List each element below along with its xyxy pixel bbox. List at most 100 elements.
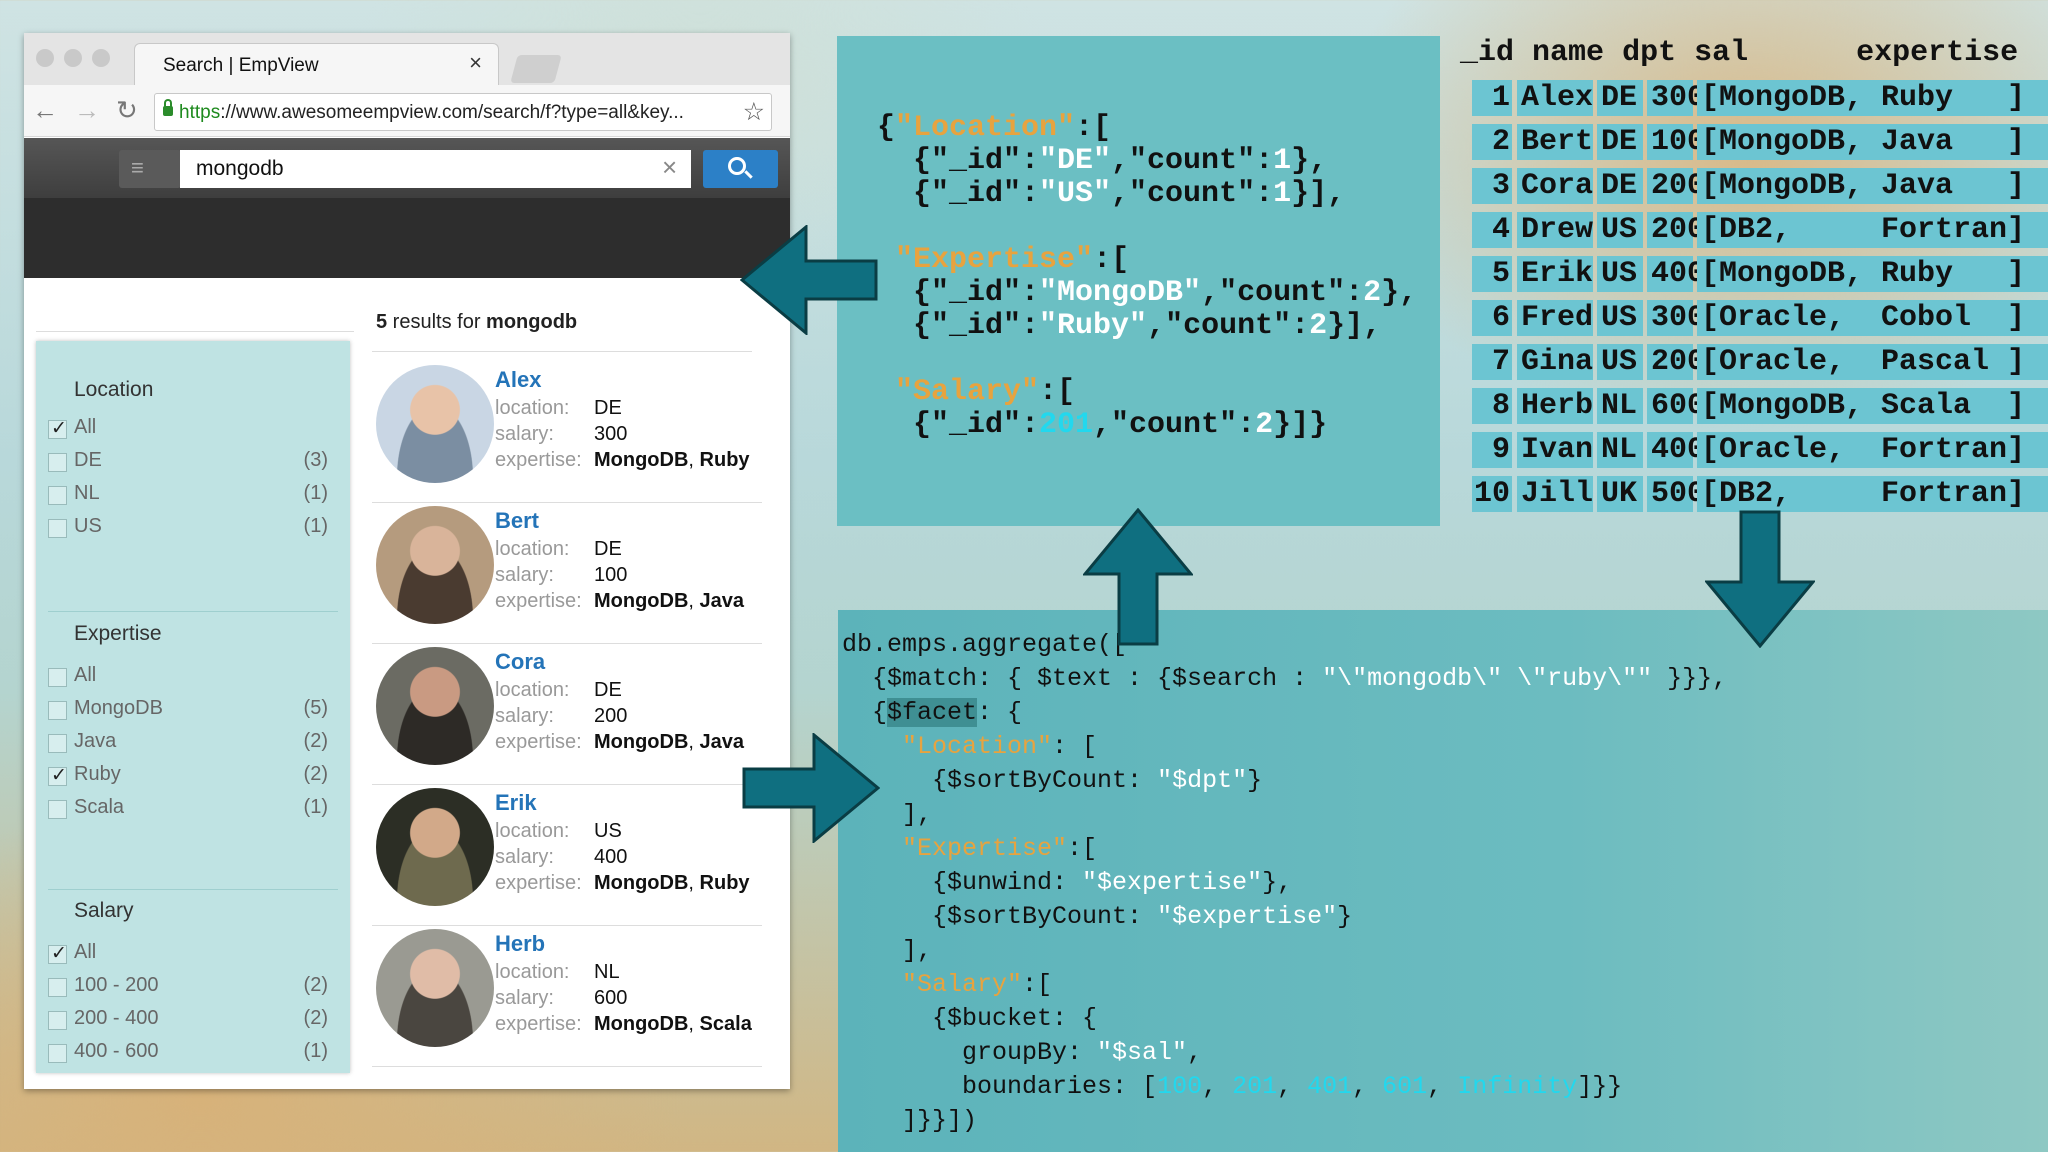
checkbox[interactable] <box>48 978 67 997</box>
checkbox[interactable] <box>48 942 67 965</box>
checkbox[interactable] <box>48 417 67 440</box>
table-cell: Bert <box>1517 124 1593 160</box>
table-cell: US <box>1597 256 1643 292</box>
salary-facet-option[interactable]: 400 - 600(1) <box>36 1039 350 1069</box>
expertise-facet-option[interactable]: All <box>36 663 350 693</box>
result-name[interactable]: Bert <box>495 508 540 533</box>
result-salary: salary:600 <box>495 987 628 1009</box>
search-button[interactable] <box>703 150 778 188</box>
menu-button[interactable]: ≡ <box>119 150 181 188</box>
result-name[interactable]: Cora <box>495 649 546 674</box>
table-cell: US <box>1597 212 1643 248</box>
table-cell: 600 <box>1647 388 1705 424</box>
expertise-facet-option[interactable]: Ruby(2) <box>36 762 350 792</box>
table-cell: Jill <box>1517 476 1593 512</box>
checkbox[interactable] <box>48 734 67 753</box>
clear-search-icon[interactable]: × <box>662 152 678 182</box>
table-cell: [Oracle, Pascal ] <box>1697 344 2048 380</box>
salary-facet-option[interactable]: 100 - 200(2) <box>36 973 350 1003</box>
facet-title-location: Location <box>74 378 154 401</box>
table-cell: US <box>1597 344 1643 380</box>
results-count: 5 results for mongodb <box>376 311 578 333</box>
table-cell: 6 <box>1472 300 1512 336</box>
table-cell: Fred <box>1517 300 1593 336</box>
checkbox[interactable] <box>48 1044 67 1063</box>
window-maximize-dot[interactable] <box>92 49 110 67</box>
table-cell: 7 <box>1472 344 1512 380</box>
location-facet-option[interactable]: All <box>36 415 350 445</box>
avatar <box>376 506 494 624</box>
checkbox[interactable] <box>48 486 67 505</box>
expertise-facet-option[interactable]: Scala(1) <box>36 795 350 825</box>
table-cell: 400 <box>1647 256 1705 292</box>
table-cell: DE <box>1597 168 1643 204</box>
address-bar: ← → ↻ https://www.awesomeempview.com/sea… <box>24 85 790 137</box>
checkbox[interactable] <box>48 668 67 687</box>
facet-count: (2) <box>303 730 328 752</box>
salary-facet-option[interactable]: 200 - 400(2) <box>36 1006 350 1036</box>
checkbox[interactable] <box>48 701 67 720</box>
url-text: https://www.awesomeempview.com/search/f?… <box>179 102 684 123</box>
checkbox[interactable] <box>48 1011 67 1030</box>
avatar <box>376 788 494 906</box>
table-cell: 5 <box>1472 256 1512 292</box>
browser-tab[interactable]: Search | EmpView × <box>134 43 499 85</box>
location-facet-option[interactable]: DE(3) <box>36 448 350 478</box>
tab-title: Search | EmpView <box>163 55 319 76</box>
table-cell: Ivan <box>1517 432 1593 468</box>
facet-count: (1) <box>303 796 328 818</box>
new-tab-button[interactable] <box>510 55 562 83</box>
facet-label: All <box>74 664 97 686</box>
location-facet-option[interactable]: US(1) <box>36 514 350 544</box>
window-minimize-dot[interactable] <box>64 49 82 67</box>
tab-close-icon[interactable]: × <box>469 50 482 75</box>
table-cell: DE <box>1597 80 1643 116</box>
salary-facet-option[interactable]: All <box>36 940 350 970</box>
back-icon[interactable]: ← <box>32 95 58 125</box>
reload-icon[interactable]: ↻ <box>116 95 138 125</box>
expertise-facet-option[interactable]: Java(2) <box>36 729 350 759</box>
facet-count: (3) <box>303 449 328 471</box>
window-close-dot[interactable] <box>36 49 54 67</box>
search-input[interactable] <box>180 150 691 188</box>
table-cell: 300 <box>1647 300 1705 336</box>
result-name[interactable]: Erik <box>495 790 537 815</box>
url-field[interactable]: https://www.awesomeempview.com/search/f?… <box>154 93 772 131</box>
expertise-facet-option[interactable]: MongoDB(5) <box>36 696 350 726</box>
table-cell: 400 <box>1647 432 1705 468</box>
search-icon <box>728 157 746 175</box>
facet-label: 200 - 400 <box>74 1007 159 1029</box>
table-cell: Drew <box>1517 212 1593 248</box>
checkbox[interactable] <box>48 800 67 819</box>
table-cell: 200 <box>1647 344 1705 380</box>
checkbox[interactable] <box>48 764 67 787</box>
bookmark-star-icon[interactable]: ☆ <box>742 98 765 126</box>
left-arrow-icon <box>740 225 878 335</box>
table-cell: US <box>1597 300 1643 336</box>
checkbox[interactable] <box>48 453 67 472</box>
result-location: location:US <box>495 820 622 842</box>
facet-label: 400 - 600 <box>74 1040 159 1062</box>
checkbox[interactable] <box>48 519 67 538</box>
table-cell: 8 <box>1472 388 1512 424</box>
table-cell: [MongoDB, Java ] <box>1697 124 2048 160</box>
table-cell: Herb <box>1517 388 1593 424</box>
result-name[interactable]: Herb <box>495 931 546 956</box>
avatar <box>376 365 494 483</box>
app-header: ≡ × <box>24 138 790 278</box>
forward-icon[interactable]: → <box>74 95 100 125</box>
facet-label: All <box>74 416 97 438</box>
location-facet-option[interactable]: NL(1) <box>36 481 350 511</box>
result-location: location:DE <box>495 397 622 419</box>
result-name[interactable]: Alex <box>495 367 542 392</box>
